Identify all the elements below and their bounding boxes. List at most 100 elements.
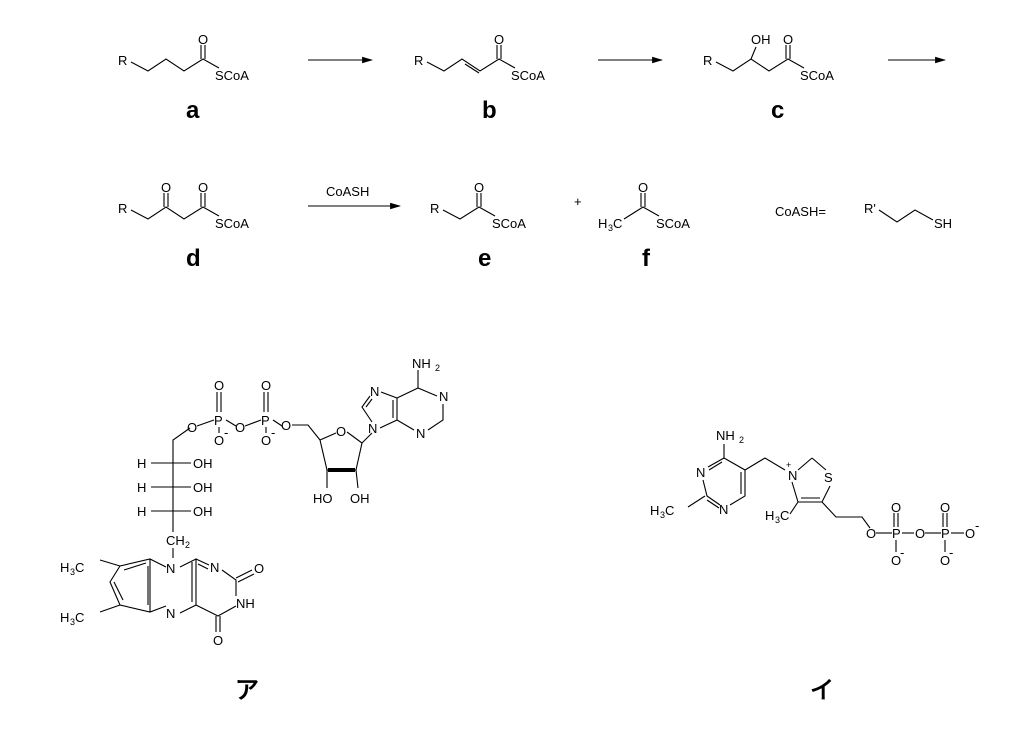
r-group: R: [118, 53, 127, 68]
coash-definition: CoASH= R' SH: [775, 201, 952, 231]
fad-structure: H H H OH OH OH CH 2 O P O O - O P O O - …: [60, 356, 448, 704]
phosphorus: P: [892, 526, 901, 541]
charge: -: [900, 545, 904, 560]
o: O: [891, 500, 901, 515]
o: O: [866, 526, 876, 541]
compound-c: R OH O SCoA c: [703, 32, 834, 124]
methyl-c: C: [75, 610, 84, 625]
methyl-c: C: [75, 560, 84, 575]
tpp-structure: NH 2 N N H 3 C + N S H 3 C O P O O -: [650, 428, 979, 704]
amine: NH: [716, 428, 735, 443]
subscript: 2: [435, 363, 440, 373]
n10: N: [166, 561, 175, 576]
r-prime: R': [864, 201, 876, 216]
methyl-h: H: [765, 508, 774, 523]
methyl-h: H: [60, 610, 69, 625]
charge: -: [975, 518, 979, 533]
methyl-h: H: [650, 503, 659, 518]
hydroxyl: OH: [193, 504, 213, 519]
imide-nh: NH: [236, 596, 255, 611]
o: O: [965, 526, 975, 541]
subscript: 3: [660, 510, 665, 520]
methyl-c: C: [665, 503, 674, 518]
n9: N: [368, 421, 377, 436]
o: O: [254, 561, 264, 576]
o: O: [891, 553, 901, 568]
compound-label-a: a: [186, 97, 200, 124]
subscript: 2: [739, 435, 744, 445]
n5: N: [166, 606, 175, 621]
compound-e: R O SCoA e: [430, 180, 526, 272]
carbonyl-oxygen: O: [198, 32, 208, 47]
compound-label-b: b: [482, 97, 497, 124]
carbonyl-oxygen: O: [494, 32, 504, 47]
scoa-group: SCoA: [215, 216, 249, 231]
n7: N: [370, 384, 379, 399]
carbonyl-oxygen: O: [474, 180, 484, 195]
compound-d: R O O SCoA d: [118, 180, 249, 272]
r-group: R: [703, 53, 712, 68]
compound-a: R O SCoA a: [118, 32, 249, 124]
o: O: [214, 433, 224, 448]
phosphorus: P: [941, 526, 950, 541]
hydroxyl: OH: [751, 32, 771, 47]
sulfur: S: [824, 470, 833, 485]
o: O: [261, 433, 271, 448]
h: H: [137, 504, 146, 519]
r-group: R: [118, 201, 127, 216]
methyl-h: H: [60, 560, 69, 575]
compound-label-c: c: [771, 97, 784, 124]
compound-f: H 3 C O SCoA f: [598, 180, 690, 272]
o: O: [214, 378, 224, 393]
plus-sign: +: [574, 194, 582, 209]
carbonyl-oxygen: O: [783, 32, 793, 47]
subscript: 3: [70, 567, 75, 577]
subscript: 2: [185, 540, 190, 550]
hydroxyl: OH: [193, 456, 213, 471]
phosphorus: P: [261, 413, 270, 428]
methyl-c: C: [613, 216, 622, 231]
compound-label-f: f: [642, 245, 651, 272]
coash-label: CoASH=: [775, 204, 826, 219]
reagent-coash: CoASH: [326, 184, 369, 199]
n1: N: [210, 560, 219, 575]
hydroxyl: HO: [313, 491, 333, 506]
o: O: [281, 418, 291, 433]
charge: -: [224, 425, 228, 440]
structure-label-a: ア: [235, 677, 259, 704]
amine: NH: [412, 356, 431, 371]
n: N: [719, 502, 728, 517]
o: O: [213, 633, 223, 648]
n: N: [696, 465, 705, 480]
o: O: [235, 420, 245, 435]
r-group: R: [430, 201, 439, 216]
n3: N: [416, 426, 425, 441]
methylene: CH: [166, 533, 185, 548]
subscript: 3: [70, 617, 75, 627]
o: O: [940, 553, 950, 568]
methyl-h: H: [598, 216, 607, 231]
compound-label-e: e: [478, 245, 491, 272]
charge: -: [271, 425, 275, 440]
n1: N: [439, 389, 448, 404]
subscript: 3: [775, 515, 780, 525]
scoa-group: SCoA: [511, 68, 545, 83]
hydroxyl: OH: [350, 491, 370, 506]
structure-label-i: イ: [810, 677, 834, 704]
carbonyl-oxygen: O: [638, 180, 648, 195]
ring-oxygen: O: [336, 424, 346, 439]
scoa-group: SCoA: [800, 68, 834, 83]
o: O: [261, 378, 271, 393]
hydroxyl: OH: [193, 480, 213, 495]
o: O: [187, 420, 197, 435]
thiazolium-n: N: [788, 468, 797, 483]
o: O: [915, 526, 925, 541]
h: H: [137, 480, 146, 495]
scoa-group: SCoA: [215, 68, 249, 83]
scoa-group: SCoA: [492, 216, 526, 231]
thiol: SH: [934, 216, 952, 231]
charge: -: [949, 545, 953, 560]
compound-b: R O SCoA b: [414, 32, 545, 124]
r-group: R: [414, 53, 423, 68]
